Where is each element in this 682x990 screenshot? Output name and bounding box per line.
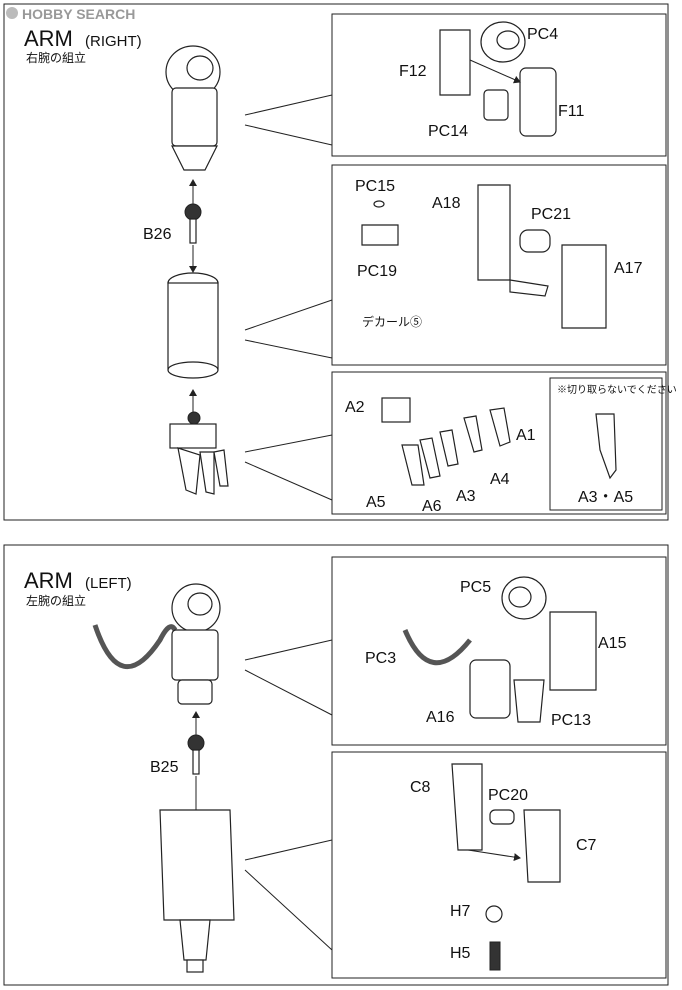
label-a4: A4 <box>490 471 510 488</box>
label-pc21: PC21 <box>531 206 571 223</box>
label-a3: A3 <box>456 488 476 505</box>
note-text: ※切り取らないでください <box>557 384 677 396</box>
label-c7: C7 <box>576 837 597 854</box>
right-arm-frame <box>3 3 669 521</box>
label-pc20: PC20 <box>488 787 528 804</box>
forearm-part <box>167 272 219 379</box>
left-subpanel-1 <box>331 556 667 746</box>
left-arm-subtitle: 左腕の組立 <box>26 593 86 608</box>
right-arm-subtitle: 右腕の組立 <box>26 50 86 65</box>
note-parts-label: A3・A5 <box>578 489 633 506</box>
label-pc3: PC3 <box>365 650 396 667</box>
left-arm-panel: ARM (LEFT) 左腕の組立 B25 <box>3 544 669 986</box>
b26-pin <box>184 203 202 244</box>
left-arm-title-suffix: (LEFT) <box>85 575 132 592</box>
upper-arm-assembly <box>165 45 221 171</box>
label-a18: A18 <box>432 195 461 212</box>
right-subpanel-1 <box>331 13 667 157</box>
left-elbow-parts <box>451 763 561 971</box>
callout-lines-4 <box>244 639 333 716</box>
left-subpanel-2 <box>331 751 667 979</box>
callout-lines-2 <box>244 299 333 359</box>
label-a6: A6 <box>422 498 442 515</box>
left-arm-frame <box>3 544 669 986</box>
label-pc15: PC15 <box>355 178 395 195</box>
callout-lines-5 <box>244 839 333 951</box>
label-f11: F11 <box>558 103 584 120</box>
label-pc19: PC19 <box>357 263 397 280</box>
label-b26: B26 <box>143 226 172 243</box>
label-h5: H5 <box>450 945 471 962</box>
label-a17: A17 <box>614 260 643 277</box>
right-arm-title: ARM <box>24 26 73 51</box>
label-pc5: PC5 <box>460 579 491 596</box>
right-arm-title-suffix: (RIGHT) <box>85 33 142 50</box>
hand-parts <box>381 397 617 486</box>
label-decal: デカール⑤ <box>362 314 422 329</box>
left-forearm <box>159 809 235 973</box>
shoulder-parts <box>439 21 557 137</box>
label-f12: F12 <box>399 63 427 80</box>
watermark-text: HOBBY SEARCH <box>22 6 135 22</box>
label-a5: A5 <box>366 494 386 511</box>
label-b25: B25 <box>150 759 179 776</box>
label-h7: H7 <box>450 903 471 920</box>
hand-part <box>169 411 229 495</box>
label-pc4: PC4 <box>527 26 558 43</box>
right-arm-panel: ARM (RIGHT) 右腕の組立 B26 <box>3 3 677 521</box>
elbow-parts <box>361 184 607 329</box>
left-shoulder-parts <box>402 576 597 723</box>
label-a1: A1 <box>516 427 536 444</box>
left-arm-title: ARM <box>24 568 73 593</box>
label-a2: A2 <box>345 399 365 416</box>
b25-pin <box>187 734 205 775</box>
callout-lines-3 <box>244 434 333 501</box>
label-c8: C8 <box>410 779 431 796</box>
label-a16: A16 <box>426 709 455 726</box>
right-subpanel-3 <box>331 371 667 515</box>
watermark-logo: HOBBY SEARCH <box>6 6 135 22</box>
label-pc14: PC14 <box>428 123 468 140</box>
label-a15: A15 <box>598 635 627 652</box>
right-subpanel-2 <box>331 164 667 366</box>
left-upper-arm <box>92 583 221 705</box>
right-note-box <box>549 377 663 511</box>
callout-lines-1 <box>244 94 333 146</box>
label-pc13: PC13 <box>551 712 591 729</box>
